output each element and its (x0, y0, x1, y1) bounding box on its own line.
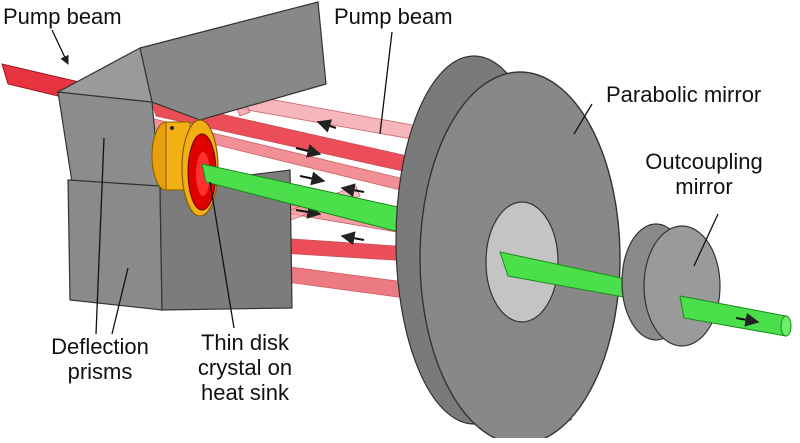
label-deflection-prisms: Deflection prisms (30, 334, 170, 384)
label-deflection-line2: prisms (67, 359, 133, 384)
output-arrow (735, 312, 760, 327)
label-thin-disk-line1: Thin disk (200, 330, 290, 355)
label-thin-disk-line2: crystal on (197, 355, 293, 380)
label-pointers (51, 29, 719, 335)
label-deflection-line1: Deflection (51, 334, 149, 359)
label-thin-disk-line3: heat sink (200, 380, 290, 405)
label-pump-beam-left: Pump beam (3, 4, 122, 29)
label-parabolic-mirror: Parabolic mirror (606, 82, 762, 107)
prism-upper-front (57, 91, 161, 189)
thin-disk-on-heat-sink (151, 119, 219, 217)
prism-lower (67, 179, 163, 311)
parabolic-mirror (395, 55, 621, 443)
label-thin-disk-crystal: Thin disk crystal on heat sink (185, 330, 305, 405)
outcoupling-mirror (621, 223, 721, 347)
label-outcoupling-mirror: Outcoupling mirror (634, 149, 774, 199)
prism-upper-back (139, 1, 327, 121)
laser-beam-output (679, 295, 792, 337)
label-outcoupling-line1: Outcoupling (645, 149, 763, 174)
label-pump-beam-right: Pump beam (334, 4, 453, 29)
label-outcoupling-line2: mirror (675, 174, 733, 199)
